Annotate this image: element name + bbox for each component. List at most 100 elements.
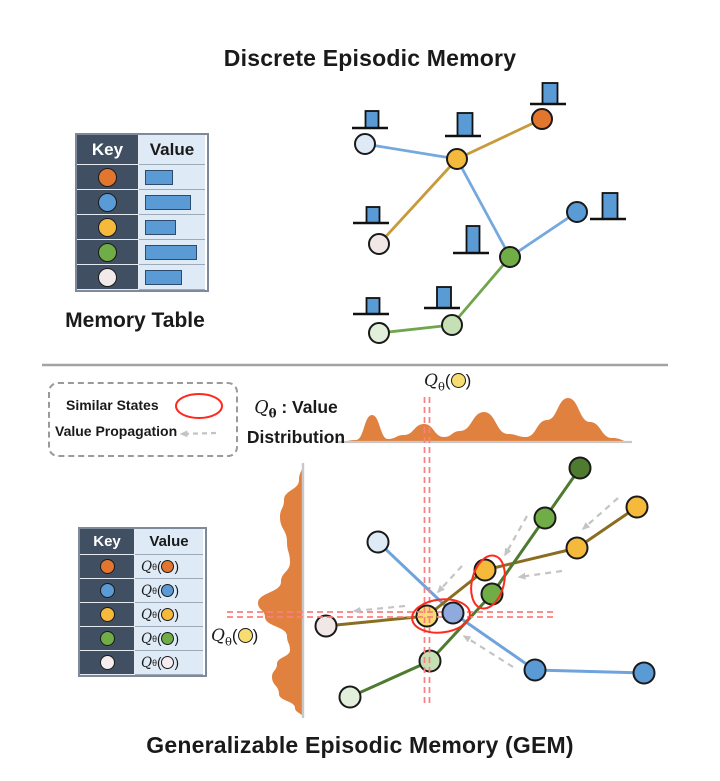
value-bar-icon (353, 206, 389, 225)
value-bar (145, 219, 176, 235)
yellow-state-dot (237, 628, 253, 643)
q-value-distribution-label: Qθ : Value Distribution (240, 396, 352, 449)
similar-states-ellipse (470, 554, 506, 610)
state-key-dot (99, 583, 115, 598)
value-column-header: Value (135, 529, 203, 555)
table-key-cell (77, 165, 139, 190)
transition-edge (455, 117, 544, 161)
state-node (625, 495, 649, 519)
state-node (533, 506, 557, 530)
value-bar-icon (453, 225, 489, 255)
state-key-dot (98, 192, 117, 212)
state-node (565, 536, 589, 560)
transition-edge (450, 255, 512, 327)
yellow-state-dot (450, 373, 466, 388)
table-key-cell (80, 627, 135, 651)
q-value-line1: Qθ : Value (254, 397, 338, 421)
top-section-title: Discrete Episodic Memory (223, 45, 517, 71)
value-bar-icon (530, 82, 566, 106)
value-bar (145, 194, 192, 210)
value-bar (436, 286, 452, 309)
value-bar (541, 82, 559, 105)
value-bar (364, 110, 380, 129)
state-node (441, 601, 465, 625)
value-bar (145, 244, 198, 260)
transition-edge (508, 210, 579, 259)
bottom-section-title: Generalizable Episodic Memory (GEM) (146, 732, 574, 758)
value-bar-icon (424, 286, 460, 310)
state-node (499, 246, 521, 268)
state-key-dot (99, 607, 115, 622)
table-key-cell (77, 190, 139, 215)
transition-edge (377, 323, 454, 335)
table-value-cell (139, 240, 205, 265)
state-node (446, 148, 468, 170)
state-node (354, 133, 376, 155)
value-bar (365, 297, 381, 315)
value-bar (456, 112, 474, 137)
state-node (338, 685, 362, 709)
state-key-dot (98, 267, 117, 287)
value-propagation-arrow (352, 604, 406, 614)
state-dot (161, 608, 175, 621)
similar-states-ellipse (411, 598, 471, 634)
state-dot (161, 656, 175, 669)
value-propagation-arrow (504, 515, 528, 557)
q-value-line2: Distribution (246, 426, 346, 447)
state-key-dot (98, 217, 117, 237)
legend-box (48, 382, 238, 457)
state-node (368, 233, 390, 255)
value-bar (601, 192, 619, 220)
state-node (523, 658, 547, 682)
legend-similar-states-ellipse (175, 393, 223, 419)
memory-table-discrete: Key Value (75, 133, 209, 292)
state-node (314, 614, 338, 638)
value-propagation-arrow (517, 569, 563, 580)
table-value-cell (139, 190, 205, 215)
table-key-cell (77, 240, 139, 265)
state-key-dot (99, 655, 115, 670)
transition-edge (363, 142, 459, 161)
legend-value-propagation-label: Value Propagation (55, 423, 178, 439)
value-bar (145, 169, 174, 185)
q-theta-top-label: Qθ() (424, 371, 472, 394)
table-value-cell (139, 265, 205, 290)
state-node (568, 456, 592, 480)
memory-table-caption: Memory Table (65, 309, 205, 332)
trajectory (376, 540, 645, 675)
value-bar-icon (445, 112, 481, 138)
value-column-header: Value (139, 135, 205, 165)
value-propagation-arrow (436, 565, 463, 594)
state-key-dot (99, 559, 115, 574)
legend-similar-states-label: Similar States (66, 397, 159, 413)
state-node (531, 108, 553, 130)
value-bar (145, 269, 182, 285)
value-propagation-arrow (581, 497, 619, 530)
table-value-cell (139, 165, 205, 190)
state-node (473, 558, 497, 582)
state-node (415, 604, 439, 628)
state-dot (161, 632, 175, 645)
value-bar (465, 225, 481, 254)
table-value-cell (139, 215, 205, 240)
transition-edge (377, 157, 459, 246)
key-column-header: Key (80, 529, 135, 555)
value-bar-icon (590, 192, 626, 221)
value-distribution-horizontal (338, 398, 632, 442)
state-key-dot (99, 631, 115, 646)
transition-edge (455, 157, 512, 259)
value-bar-icon (353, 297, 389, 316)
q-theta-left-label: Qθ() (211, 626, 259, 649)
state-node (632, 661, 656, 685)
state-node (480, 582, 504, 606)
value-distribution-vertical (258, 463, 303, 718)
table-key-cell (77, 215, 139, 240)
